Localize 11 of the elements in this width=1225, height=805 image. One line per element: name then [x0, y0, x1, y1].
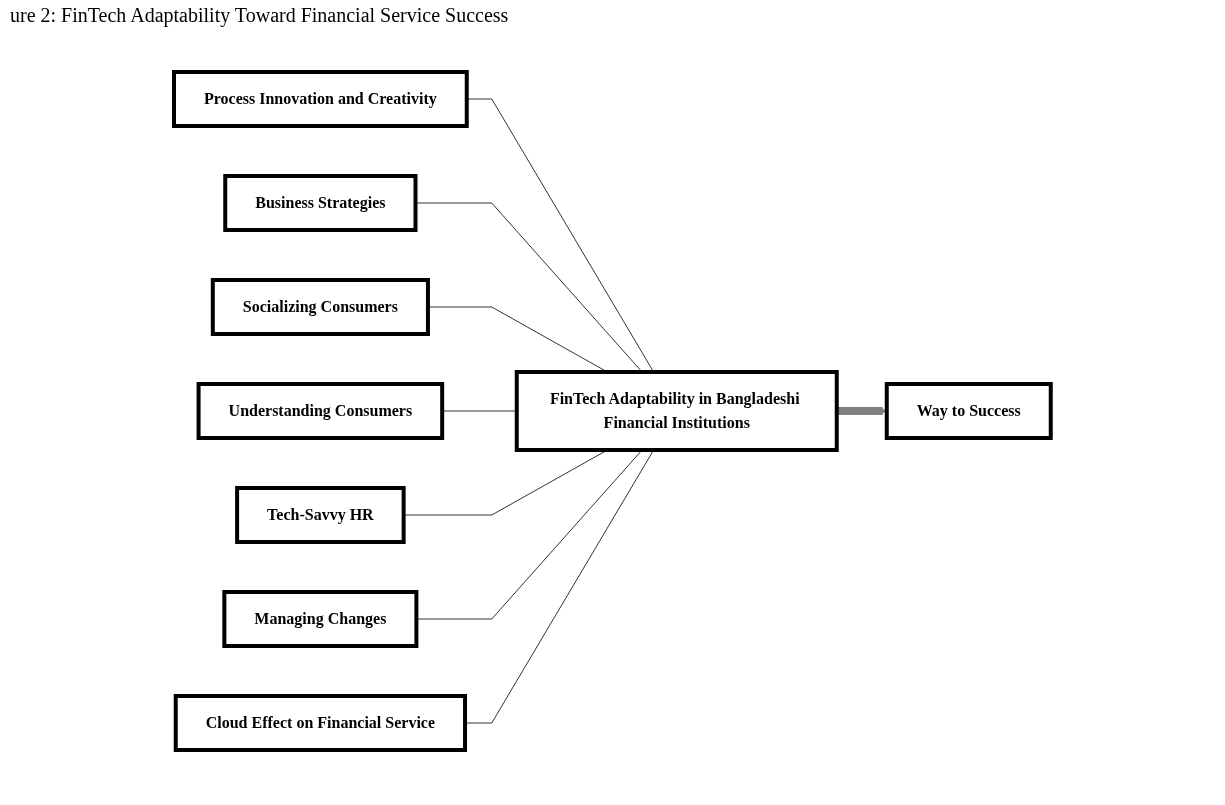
node-box: Cloud Effect on Financial Service	[173, 694, 468, 752]
node-box: Socializing Consumers	[210, 278, 431, 336]
node-box: Managing Changes	[222, 590, 419, 648]
figure-title: ure 2: FinTech Adaptability Toward Financial Service Success	[9, 3, 510, 29]
node-box: Tech-Savvy HR	[235, 486, 406, 544]
node-box: Understanding Consumers	[196, 382, 445, 440]
node-box: Way to Success	[884, 382, 1053, 440]
node-box: Business Strategies	[223, 174, 418, 232]
node-box: Process Innovation and Creativity	[172, 70, 469, 128]
node-box: FinTech Adaptability in Bangladeshi Financial Institutions	[514, 370, 839, 452]
arrow	[836, 406, 888, 416]
